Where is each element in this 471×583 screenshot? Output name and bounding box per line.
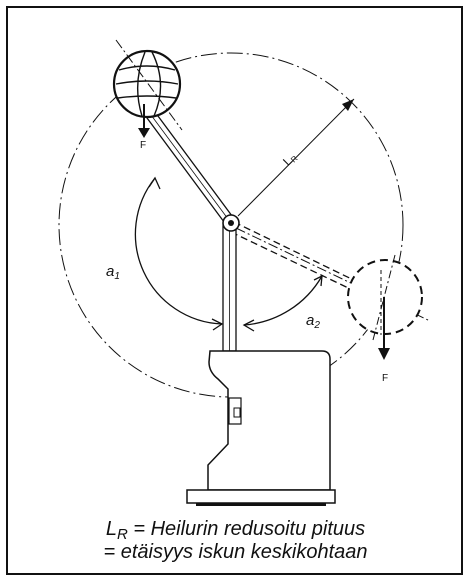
caption-line-2: = etäisyys iskun keskikohtaan: [103, 541, 368, 563]
arrow-a2-left: [242, 319, 255, 332]
force-arrow-top-head: [138, 128, 150, 138]
dashed-arm-b: [230, 231, 364, 296]
pendulum-axis-line: [115, 39, 183, 131]
caption-definition: = Heilurin redusoitu pituus: [127, 518, 366, 540]
force-label-top: F: [140, 140, 146, 151]
dashed-arm-a: [233, 221, 367, 287]
angle-label-a1: a1: [106, 263, 120, 282]
specimen-holder-inner: [233, 407, 241, 418]
force-arrow-bottom-head: [378, 348, 390, 360]
machine-body: [207, 350, 331, 491]
angle-arc-a2: [243, 275, 323, 326]
pivot-center: [228, 220, 234, 226]
length-dimension-line: [237, 98, 355, 217]
caption-line-1: LR = Heilurin redusoitu pituus: [0, 518, 471, 543]
base-foot: [196, 503, 326, 506]
pendulum-hammer: [112, 49, 182, 119]
arrow-a1-bottom: [211, 318, 224, 331]
length-label: LR: [280, 150, 300, 170]
angle-arc-a1: [134, 177, 223, 325]
length-arrow-head: [342, 99, 354, 111]
arrow-a1-top: [148, 176, 161, 190]
force-label-bottom: F: [382, 373, 388, 384]
angle-label-a2: a2: [306, 312, 320, 331]
hammer-hatch: [115, 51, 179, 117]
caption-symbol: L: [105, 518, 117, 540]
caption-symbol-subscript: R: [116, 526, 128, 543]
base-plate: [186, 489, 336, 504]
